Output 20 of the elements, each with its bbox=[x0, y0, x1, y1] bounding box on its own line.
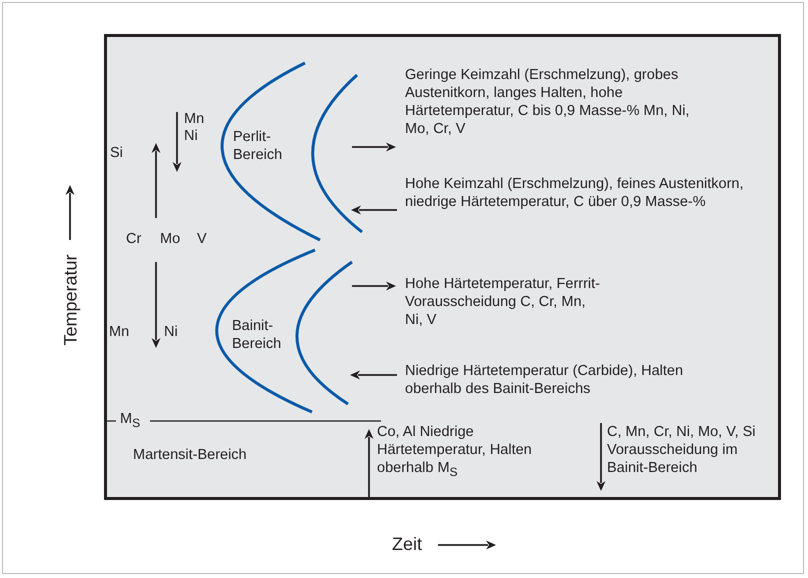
annotation-text: Hohe Keimzahl (Erschmelzung), feines Austenitkorn, niedrige Härtetemperatur, C über 0,9 Masse-% bbox=[405, 175, 744, 211]
region-label: Bainit-Bereich bbox=[232, 317, 282, 353]
temperature-symbol: M$_{S}$ bbox=[120, 410, 140, 432]
element-symbol: Ni bbox=[184, 127, 199, 145]
axis-title: Temperatur bbox=[61, 254, 80, 346]
region-label: Perlit-Bereich bbox=[233, 128, 284, 164]
element-symbol: Mn bbox=[109, 323, 130, 341]
annotation-text: Co, Al Niedrige Härtetemperatur, Halten oberhalb M$_{S}$ bbox=[377, 423, 533, 481]
annotation-text: Hohe Härtetemperatur, Ferrrit-Vorausscheidung C, Cr, Mn, Ni, V bbox=[405, 275, 602, 329]
region-label: Martensit-Bereich bbox=[133, 446, 248, 464]
axis-title: Zeit bbox=[392, 535, 422, 553]
element-symbol: Ni bbox=[164, 323, 179, 341]
annotation-text: C, Mn, Cr, Ni, Mo, V, Si Vorausscheidung im Bainit-Bereich bbox=[607, 423, 757, 477]
element-symbol: V bbox=[197, 230, 208, 248]
element-symbol: Mn bbox=[184, 110, 206, 128]
annotation-text: Niedrige Härtetemperatur (Carbide), Halten oberhalb des Bainit-Bereichs bbox=[405, 362, 684, 398]
element-symbol: Mo bbox=[160, 230, 182, 248]
annotation-text: Geringe Keimzahl (Erschmelzung), grobes Austenitkorn, langes Halten, hohe Härtetemperatur, C bis 0,9 Masse-% Mn, Ni, Mo, Cr, V bbox=[405, 66, 690, 138]
element-symbol: Cr bbox=[126, 230, 142, 248]
element-symbol: Si bbox=[110, 144, 124, 162]
